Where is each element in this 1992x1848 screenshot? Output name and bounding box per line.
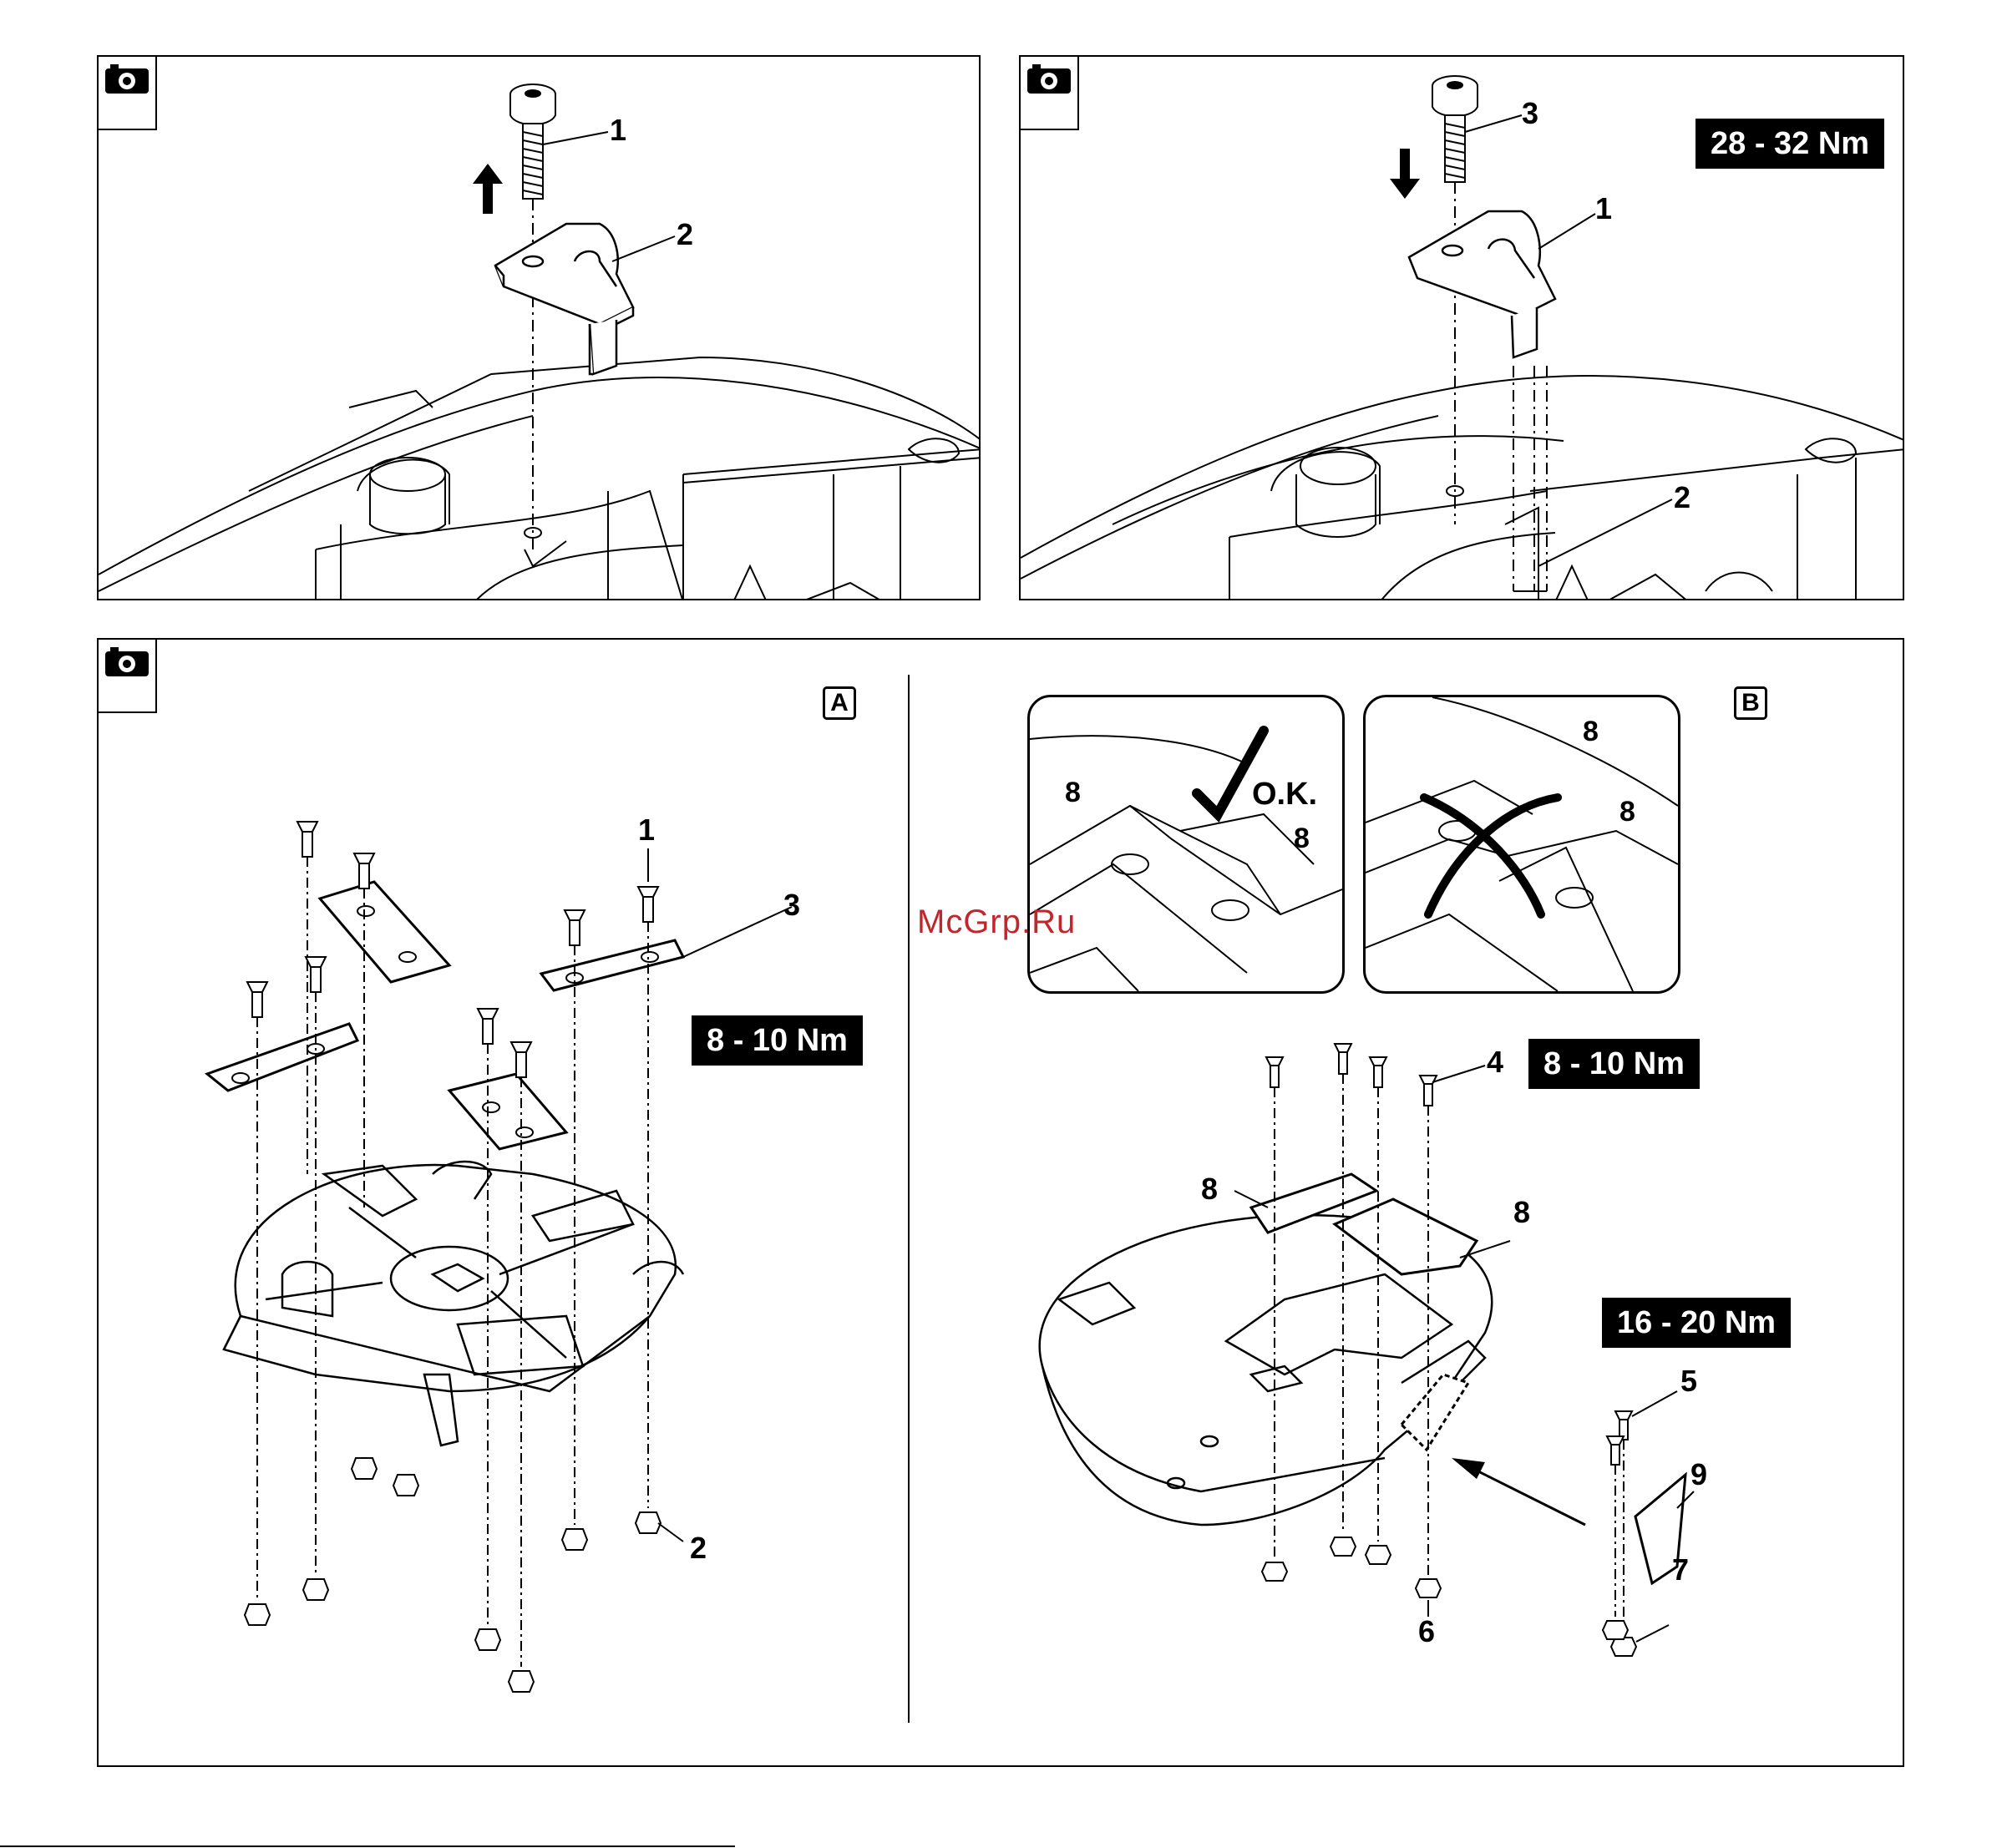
callout-6: 6 xyxy=(1418,1614,1435,1648)
callout-3: 3 xyxy=(783,888,800,922)
nut xyxy=(245,1458,661,1692)
torque-label-blades: 8 - 10 Nm xyxy=(1528,1039,1700,1089)
callout-1: 1 xyxy=(638,813,655,847)
blade-plate-assembly-a: 1 3 2 xyxy=(99,640,934,1767)
inset-correct-drawing: O.K. 8 8 xyxy=(1030,697,1342,991)
bracket-2 xyxy=(495,224,633,374)
arrowhead-icon xyxy=(1452,1458,1485,1479)
screw-1 xyxy=(510,84,555,199)
callout-2: 2 xyxy=(1674,480,1690,514)
panel-bottom: A 8 - 10 Nm xyxy=(97,638,1904,1767)
cutter-9 xyxy=(1401,1375,1685,1583)
inset-correct: O.K. 8 8 xyxy=(1027,695,1345,994)
callout-8: 8 xyxy=(1294,823,1310,854)
callout-1: 1 xyxy=(1595,191,1612,225)
callout-8: 8 xyxy=(1583,716,1599,747)
arrow-icon xyxy=(1468,1466,1585,1525)
callout-3: 3 xyxy=(1522,96,1538,130)
bracket-1 xyxy=(1409,211,1555,357)
inset-wrong: 8 8 xyxy=(1363,695,1680,994)
callout-8: 8 xyxy=(1619,796,1635,828)
callout-8: 8 xyxy=(1065,777,1081,808)
footer-rule xyxy=(0,1845,735,1847)
section-b-label: B xyxy=(1734,686,1767,720)
watermark: McGrp.Ru xyxy=(917,904,1076,941)
inset-wrong-drawing: 8 8 xyxy=(1366,697,1678,991)
callout-4: 4 xyxy=(1487,1045,1503,1079)
panel-top-right: 28 - 32 Nm xyxy=(1019,55,1904,600)
blade xyxy=(207,882,683,1149)
ok-mark: O.K. xyxy=(1252,777,1317,812)
callout-2: 2 xyxy=(690,1531,707,1565)
arrow-up-icon xyxy=(473,164,503,214)
screw-3 xyxy=(1432,76,1478,182)
callout-8: 8 xyxy=(1201,1172,1218,1206)
cross-icon xyxy=(1424,797,1558,914)
panel-top-left: 1 2 xyxy=(97,55,981,600)
callout-7: 7 xyxy=(1672,1552,1689,1587)
bracket-removal-drawing: 1 2 xyxy=(99,57,981,600)
callout-9: 9 xyxy=(1690,1457,1707,1491)
arrow-down-icon xyxy=(1390,149,1420,199)
callout-1: 1 xyxy=(610,113,626,147)
callout-2: 2 xyxy=(677,217,693,251)
section-divider xyxy=(908,675,910,1723)
torque-label-cutter: 16 - 20 Nm xyxy=(1602,1298,1791,1348)
callout-5: 5 xyxy=(1680,1364,1697,1398)
bracket-install-drawing: 3 1 2 xyxy=(1021,57,1904,600)
callout-8: 8 xyxy=(1513,1195,1530,1229)
